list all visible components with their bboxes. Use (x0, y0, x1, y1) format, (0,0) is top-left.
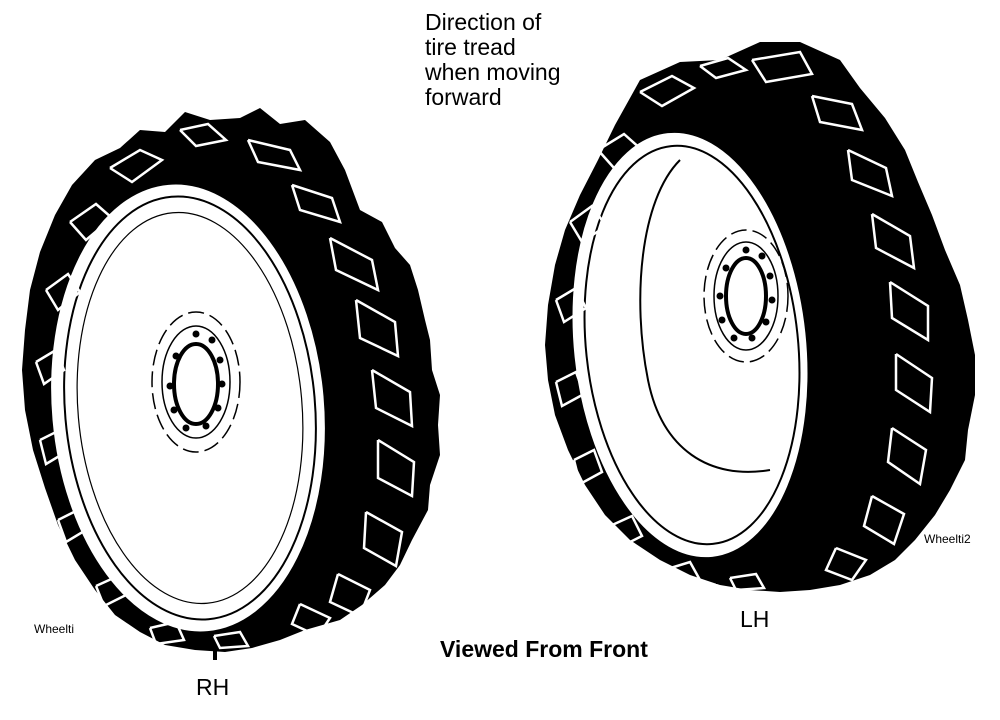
view-label: Viewed From Front (440, 636, 648, 662)
direction-line-1: Direction of (425, 9, 542, 35)
tire-lh-hub-center (724, 256, 768, 336)
direction-note: Direction of tire tread when moving forw… (425, 10, 561, 110)
tire-lh-valve-tick (716, 574, 720, 584)
tire-lh-dish (639, 159, 771, 473)
direction-line-2: tire tread (425, 34, 516, 60)
direction-line-3: when moving (425, 59, 561, 85)
direction-line-4: forward (425, 84, 502, 110)
tire-rh-hub-center (172, 342, 220, 426)
tire-lh-rim-inner (583, 144, 801, 546)
tire-lh-lug-nuts (716, 246, 776, 342)
image-code-right: Wheelti2 (924, 532, 971, 546)
tire-lh-hub-ring (703, 229, 789, 363)
image-code-left: Wheelti (34, 622, 75, 636)
tire-rh-disc (76, 211, 304, 605)
tire-rh-rim-inner (63, 195, 317, 621)
rh-label: RH (196, 674, 230, 700)
tire-lh-rim-outer (568, 128, 812, 562)
tire-rh-hub-ring (151, 311, 241, 453)
tire-lh (545, 42, 975, 592)
tire-rh (22, 108, 440, 660)
tire-rh-lug-nuts (166, 330, 226, 432)
tire-rh-valve-tick (213, 650, 217, 660)
lh-label: LH (740, 606, 770, 632)
tire-lh-tread-lugs (554, 50, 934, 592)
tire-rh-tread-lugs (34, 122, 416, 650)
